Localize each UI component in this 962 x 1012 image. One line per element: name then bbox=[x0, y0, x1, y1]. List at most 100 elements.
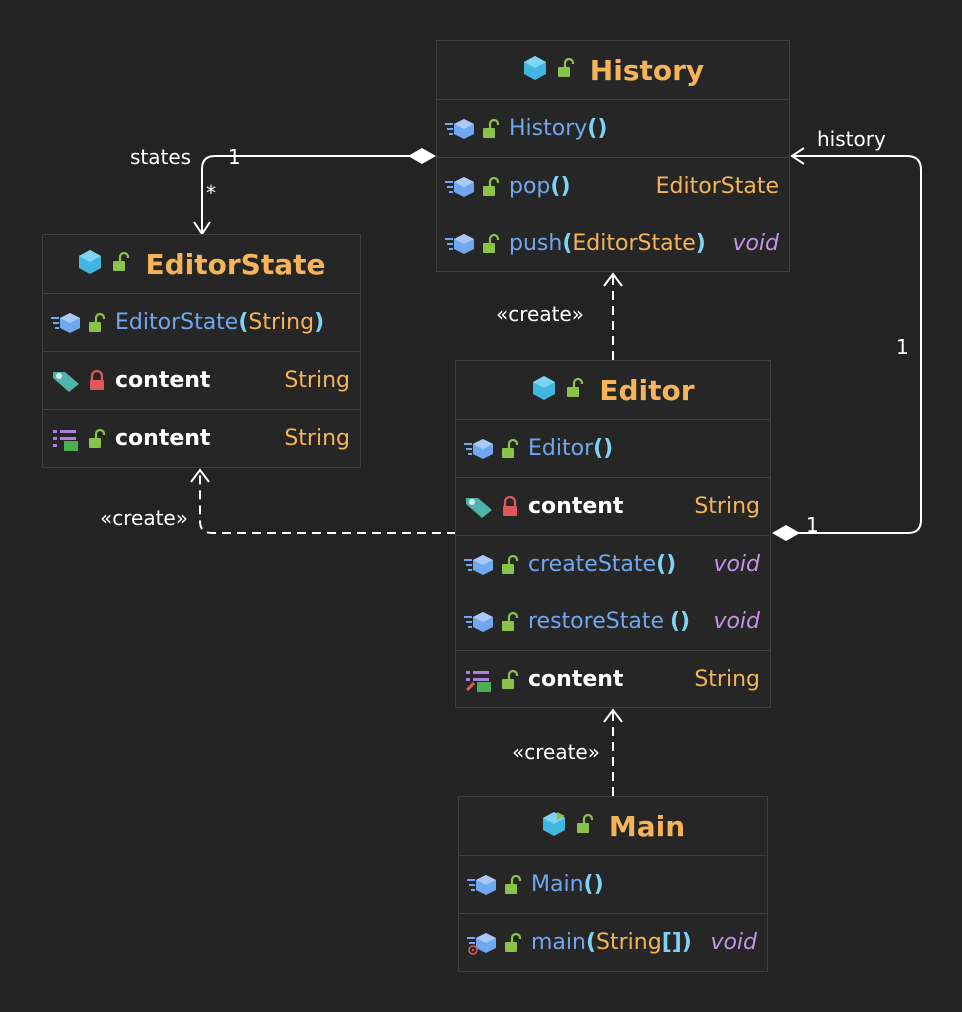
method-row-restorestate[interactable]: restoreState() void bbox=[456, 593, 770, 650]
class-header: History bbox=[437, 41, 789, 100]
public-icon bbox=[556, 57, 576, 83]
method-name: restoreState bbox=[528, 609, 664, 634]
param-type: String bbox=[248, 310, 315, 335]
paren-open: ( bbox=[656, 552, 667, 577]
property-name: content bbox=[528, 667, 624, 692]
private-icon bbox=[87, 369, 107, 392]
class-history[interactable]: History History() pop() EditorState push… bbox=[436, 40, 790, 272]
param-type: String bbox=[596, 930, 662, 955]
property-name: content bbox=[115, 426, 211, 451]
public-icon bbox=[500, 554, 520, 576]
constructor-row[interactable]: Main() bbox=[459, 856, 767, 913]
property-type: String bbox=[284, 426, 350, 451]
property-row[interactable]: content String bbox=[43, 410, 360, 467]
states-edge bbox=[201, 155, 420, 234]
create-editor-arrowhead bbox=[603, 708, 623, 723]
constructor-row[interactable]: History() bbox=[437, 100, 789, 157]
public-icon bbox=[575, 813, 595, 839]
property-type: String bbox=[694, 667, 760, 692]
method-name: push bbox=[509, 231, 563, 256]
private-icon bbox=[500, 495, 520, 518]
public-icon bbox=[503, 874, 523, 896]
history-source-multiplicity: 1 bbox=[806, 513, 819, 537]
paren-open: ( bbox=[550, 174, 561, 199]
methods-section: pop() EditorState push(EditorState) void bbox=[437, 158, 789, 272]
states-target-multiplicity: * bbox=[206, 181, 216, 205]
public-icon bbox=[503, 932, 523, 954]
return-type: void bbox=[710, 930, 757, 955]
field-tag-icon bbox=[51, 369, 81, 393]
states-role-label: states bbox=[130, 145, 192, 169]
field-row[interactable]: content String bbox=[43, 352, 360, 409]
create-history-arrowhead bbox=[603, 272, 623, 287]
param-type: EditorState bbox=[572, 231, 696, 256]
states-diamond bbox=[408, 148, 436, 164]
method-icon bbox=[464, 437, 494, 461]
paren-open: ( bbox=[593, 436, 604, 461]
return-type: void bbox=[713, 552, 760, 577]
constructor-name: Editor bbox=[528, 436, 594, 461]
create-editorstate-label: «create» bbox=[100, 506, 188, 530]
method-name: createState bbox=[528, 552, 657, 577]
method-row-pop[interactable]: pop() EditorState bbox=[437, 158, 789, 215]
history-role-label: history bbox=[817, 127, 886, 151]
constructor-row[interactable]: Editor() bbox=[456, 420, 770, 477]
constructor-name: History bbox=[509, 116, 588, 141]
paren-open: ( bbox=[238, 310, 249, 335]
method-icon bbox=[464, 610, 494, 634]
constructors-section: History() bbox=[437, 100, 789, 158]
property-icon bbox=[464, 668, 494, 692]
paren-close: ) bbox=[603, 436, 614, 461]
constructor-name: Main bbox=[531, 872, 584, 897]
class-name: Editor bbox=[599, 373, 695, 407]
field-name: content bbox=[115, 368, 211, 393]
property-row[interactable]: content String bbox=[456, 651, 770, 708]
class-editor[interactable]: Editor Editor() content String createSta… bbox=[455, 360, 771, 708]
create-editorstate-edge bbox=[199, 470, 456, 534]
public-icon bbox=[565, 377, 585, 403]
properties-section: content String bbox=[456, 651, 770, 708]
class-name: EditorState bbox=[145, 247, 326, 281]
paren-close: ) bbox=[681, 930, 692, 955]
history-edge bbox=[792, 155, 922, 534]
public-icon bbox=[87, 428, 107, 450]
paren-close: ) bbox=[560, 174, 571, 199]
fields-section: content String bbox=[43, 352, 360, 410]
field-tag-icon bbox=[464, 495, 494, 519]
class-icon bbox=[531, 374, 557, 406]
paren-close: ) bbox=[593, 872, 604, 897]
properties-section: content String bbox=[43, 410, 360, 467]
class-icon bbox=[77, 248, 103, 280]
field-type: String bbox=[694, 494, 760, 519]
field-row[interactable]: content String bbox=[456, 478, 770, 535]
paren-close: ) bbox=[597, 116, 608, 141]
method-icon bbox=[464, 553, 494, 577]
public-icon bbox=[500, 669, 520, 691]
static-method-icon bbox=[467, 931, 497, 955]
states-source-multiplicity: 1 bbox=[228, 145, 241, 169]
constructor-row[interactable]: EditorState(String) bbox=[43, 294, 360, 351]
history-diamond bbox=[772, 525, 800, 541]
fields-section: content String bbox=[456, 478, 770, 536]
create-editor-label: «create» bbox=[512, 740, 600, 764]
create-history-label: «create» bbox=[496, 302, 584, 326]
method-icon bbox=[445, 175, 475, 199]
constructor-name: EditorState bbox=[115, 310, 239, 335]
paren-open: ( bbox=[587, 116, 598, 141]
method-row-main[interactable]: main(String[]) void bbox=[459, 914, 767, 971]
method-name: pop bbox=[509, 174, 551, 199]
public-icon bbox=[500, 611, 520, 633]
class-main[interactable]: Main Main() main(String[]) void bbox=[458, 796, 768, 972]
method-row-createstate[interactable]: createState() void bbox=[456, 536, 770, 593]
paren-close: ) bbox=[695, 231, 706, 256]
field-type: String bbox=[284, 368, 350, 393]
history-target-multiplicity: 1 bbox=[896, 335, 909, 359]
paren-open: ( bbox=[669, 609, 681, 634]
method-icon bbox=[51, 311, 81, 335]
method-row-push[interactable]: push(EditorState) void bbox=[437, 215, 789, 272]
class-editorstate[interactable]: EditorState EditorState(String) content … bbox=[42, 234, 361, 468]
paren-open: ( bbox=[583, 872, 594, 897]
paren-close: ) bbox=[666, 552, 677, 577]
create-editorstate-arrowhead bbox=[190, 468, 210, 483]
